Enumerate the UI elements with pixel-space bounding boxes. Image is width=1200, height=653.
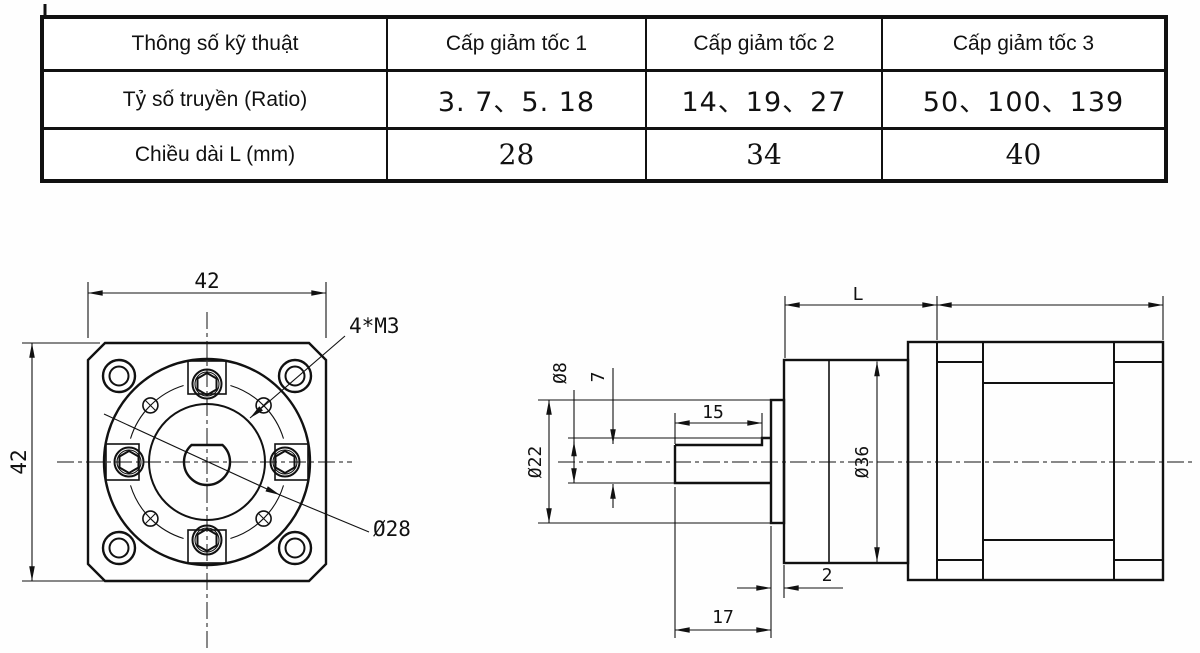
- output-shaft: [673, 436, 771, 485]
- flange-thickness-dim: 2: [822, 565, 833, 586]
- front-view: [57, 312, 352, 648]
- corner-hole: [277, 358, 313, 394]
- table-header-stage3: Cấp giảm tốc 3: [883, 19, 1164, 72]
- side-view-dimensions: L 15 Ø8 7 Ø22 Ø36 2: [525, 284, 1164, 638]
- corner-hole: [277, 530, 313, 566]
- body-circle: [102, 357, 312, 567]
- thread-note: 4*M3: [349, 314, 400, 338]
- corner-hole: [101, 358, 137, 394]
- gearbox-length-dim: L: [853, 284, 864, 305]
- table-header-stage2: Cấp giảm tốc 2: [647, 19, 883, 72]
- dim-height: 42: [7, 449, 31, 474]
- flange-outline: [86, 341, 328, 583]
- front-view-dimensions: 42 42 4*M3 Ø28: [7, 269, 411, 582]
- spec-table: Thông số kỹ thuật Cấp giảm tốc 1 Cấp giả…: [40, 15, 1168, 183]
- pilot-circle: [148, 403, 266, 521]
- ratio-row-label: Tỷ số truyền (Ratio): [44, 72, 388, 130]
- ratio-stage2: 14、19、27: [647, 72, 883, 130]
- length-stage1: 28: [388, 130, 647, 179]
- length-stage3: 40: [1005, 138, 1042, 171]
- ratio-stage1: 3. 7、5. 18: [388, 72, 647, 130]
- shaft-length-dim: 17: [712, 607, 734, 628]
- ratio-stage3: 50、100、139: [883, 72, 1164, 130]
- side-view: [538, 340, 1192, 582]
- length-row-label: Chiều dài L (mm): [44, 130, 388, 179]
- table-header-stage1: Cấp giảm tốc 1: [388, 19, 647, 72]
- pilot-diameter-dim: Ø22: [525, 446, 546, 479]
- dim-width: 42: [194, 269, 219, 293]
- shaft-hole: [182, 443, 232, 487]
- corner-hole: [101, 530, 137, 566]
- table-header-spec: Thông số kỹ thuật: [44, 19, 388, 72]
- motor-body: [906, 340, 1165, 582]
- shaft-diameter-dim: Ø8: [550, 362, 571, 384]
- length-stage2: 34: [647, 130, 883, 179]
- body-diameter-dim: Ø36: [852, 446, 873, 479]
- shaft-flat-length-dim: 15: [702, 402, 724, 423]
- shaft-flat-dim: 7: [588, 372, 609, 383]
- bolt-circle-dim: Ø28: [373, 517, 411, 541]
